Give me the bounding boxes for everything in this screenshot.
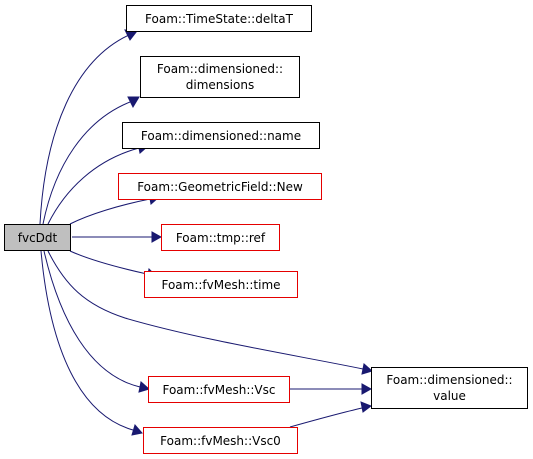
node-geometricfield-new[interactable]: Foam::GeometricField::New [118,173,322,200]
node-tmp-ref-label: Foam::tmp::ref [176,231,266,245]
node-dimensioned-name[interactable]: Foam::dimensioned::name [122,122,320,149]
node-dimensioned-dimensions[interactable]: Foam::dimensioned:: dimensions [140,56,300,98]
edge-fvcddt-to-name [47,147,140,225]
node-fvmesh-time[interactable]: Foam::fvMesh::time [144,271,298,298]
node-fvcddt[interactable]: fvcDdt [4,224,71,251]
edge-fvcddt-to-deltat [39,34,130,225]
node-timestate-deltat[interactable]: Foam::TimeState::deltaT [126,5,312,32]
node-tmp-ref[interactable]: Foam::tmp::ref [161,224,280,251]
edge-vsc0-to-value [289,407,363,428]
node-dimensioned-value-label-line1: Foam::dimensioned:: [386,373,512,387]
edge-fvcddt-to-dimensions [42,101,131,225]
edge-arrow-vsc0 [131,423,143,436]
edges [39,29,374,436]
edge-arrow-vsc [138,381,151,393]
edge-fvcddt-to-new [69,198,151,225]
node-fvmesh-vsc[interactable]: Foam::fvMesh::Vsc [148,376,290,403]
edge-fvcddt-to-time [69,250,148,275]
edge-fvcddt-to-value [47,250,364,370]
node-dimensioned-dimensions-label-line1: Foam::dimensioned:: [157,62,283,76]
node-timestate-deltat-label: Foam::TimeState::deltaT [145,12,294,26]
node-geometricfield-new-label: Foam::GeometricField::New [137,180,303,194]
node-fvmesh-vsc-label: Foam::fvMesh::Vsc [162,383,275,397]
node-fvcddt-label: fvcDdt [18,231,58,245]
node-dimensioned-dimensions-label-line2: dimensions [186,78,254,92]
node-fvmesh-vsc0-label: Foam::fvMesh::Vsc0 [160,434,281,448]
edge-arrow-value-from-vsc [361,383,373,395]
edge-arrow-value-from-vsc0 [360,401,373,413]
node-dimensioned-name-label: Foam::dimensioned::name [141,129,301,143]
node-fvmesh-time-label: Foam::fvMesh::time [161,278,280,292]
edge-arrow-ref [151,231,163,243]
node-dimensioned-value[interactable]: Foam::dimensioned:: value [371,367,528,409]
node-dimensioned-value-label-line2: value [433,389,466,403]
edge-arrow-dimensions [127,96,140,109]
edge-fvcddt-to-vsc0 [40,250,134,431]
edge-fvcddt-to-vsc [43,250,141,388]
edge-arrow-value-from-root [361,363,374,375]
node-fvmesh-vsc0[interactable]: Foam::fvMesh::Vsc0 [143,427,298,454]
